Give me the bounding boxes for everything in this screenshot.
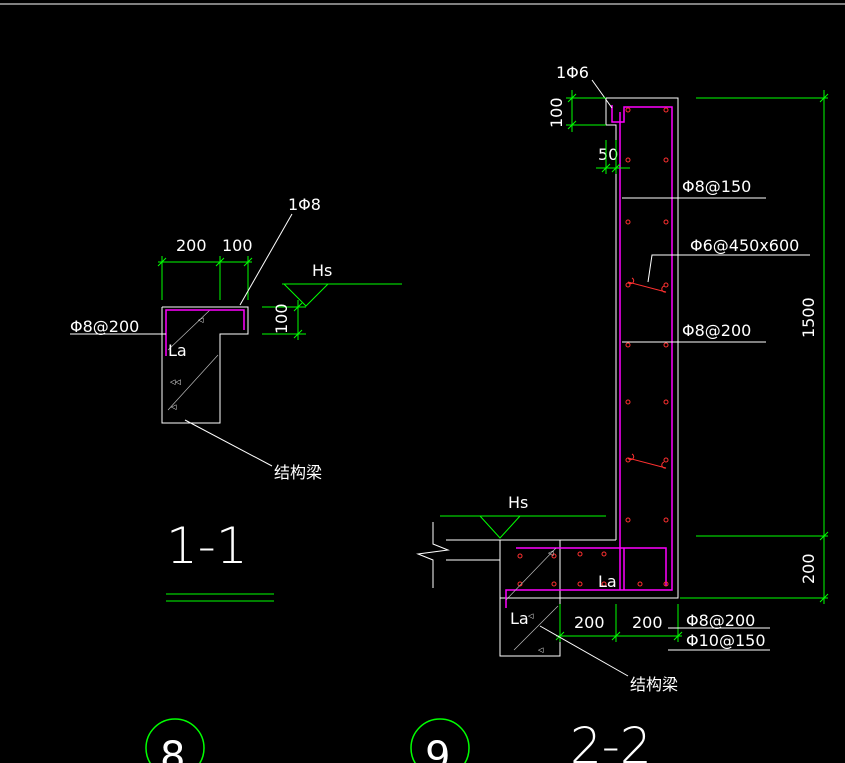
section-2-2-outline: [446, 97, 679, 657]
section-2-2-label-bottom-phi8: Φ8@200: [686, 611, 755, 630]
svg-text:◁◁: ◁◁: [170, 378, 181, 386]
section-1-1-leader: [239, 213, 293, 306]
section-2-2-top-bar-label: 1Φ6: [556, 63, 589, 82]
section-1-1-title: 1-1: [166, 517, 248, 575]
section-2-2-anchor-label-slab: La: [598, 572, 617, 591]
section-2-2-dim-total-height: 1500: [799, 297, 818, 338]
section-1-1-dim-top-left: 200: [176, 236, 207, 255]
section-1-1: ◁ ◁◁ ◁ 200 100 1Φ8 Φ8@200 La Hs 100: [70, 195, 402, 602]
section-2-2-label-bottom-phi10: Φ10@150: [686, 631, 766, 650]
callout-left-number: 8: [160, 734, 185, 763]
section-2-2-label-phi8-150: Φ8@150: [682, 177, 751, 196]
svg-text:◁: ◁: [548, 549, 554, 557]
section-2-2-break-line: [416, 522, 450, 588]
callout-right-number: 9: [425, 734, 450, 763]
section-1-1-rebar-top-label: 1Φ8: [288, 195, 321, 214]
section-1-1-beam-label: 结构梁: [274, 463, 322, 482]
section-2-2-anchor-label-beam: La: [510, 609, 529, 628]
section-2-2-beam-label: 结构梁: [630, 675, 678, 694]
section-2-2-dim-base-height: 200: [799, 553, 818, 584]
section-2-2-label-phi8-200: Φ8@200: [682, 321, 751, 340]
section-1-1-dim-height: 100: [272, 303, 291, 334]
section-1-1-level-label: Hs: [312, 261, 332, 280]
section-2-2-level-label: Hs: [508, 493, 528, 512]
svg-text:◁: ◁: [538, 646, 544, 654]
section-1-1-hatch: [167, 354, 219, 411]
section-2-2-rebar-dots: [517, 107, 669, 587]
section-1-1-rebar-side-label: Φ8@200: [70, 317, 139, 336]
section-2-2-dim-cap-width: 50: [598, 145, 618, 164]
section-1-1-rebar: [165, 309, 245, 356]
section-2-2-dim-base-right: 200: [632, 613, 663, 632]
section-1-1-anchor-label: La: [168, 341, 187, 360]
callout-left: 8: [145, 718, 205, 763]
section-2-2-title: 2-2: [570, 717, 652, 763]
section-2-2-label-phi6-450: Φ6@450x600: [690, 236, 799, 255]
section-2-2-rebar-main: [505, 105, 673, 608]
section-2-2-dim-base-left: 200: [574, 613, 605, 632]
section-2-2: ◁ ◁ ◁ 1Φ6 100 50 Φ8@150 Φ6@450x600 Φ8@20…: [416, 63, 829, 763]
section-2-2-tie-1: [627, 277, 667, 293]
svg-text:◁: ◁: [198, 316, 204, 324]
section-1-1-outline: [161, 306, 249, 424]
section-1-1-dim-top-right: 100: [222, 236, 253, 255]
section-2-2-dim-cap-height: 100: [547, 97, 566, 128]
svg-text:◁: ◁: [171, 403, 177, 411]
section-2-2-tie-2: [627, 453, 667, 469]
svg-text:◁: ◁: [528, 612, 534, 620]
callout-right: 9: [410, 718, 470, 763]
